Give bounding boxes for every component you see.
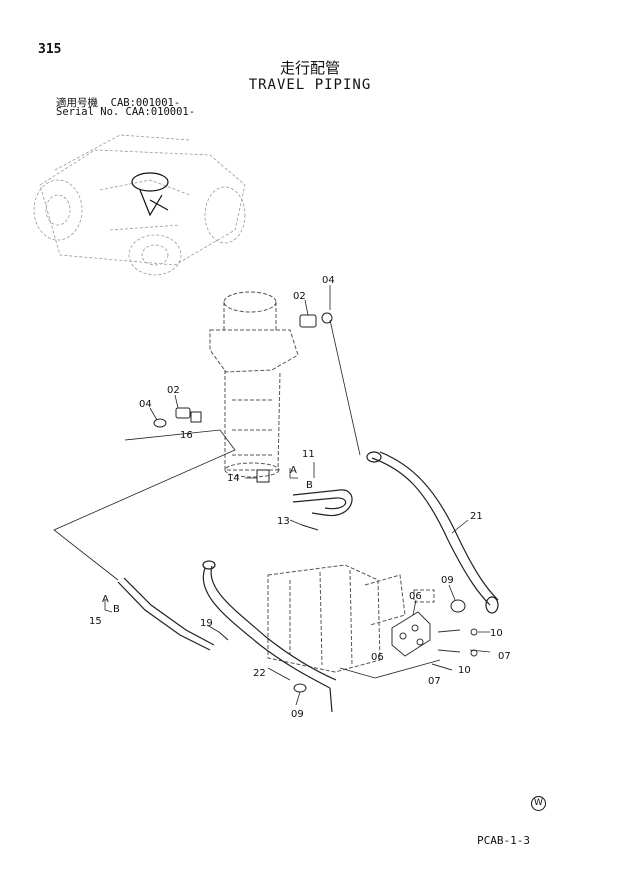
callout-10-upper: 10 <box>490 628 503 639</box>
callout-07-lower: 07 <box>428 676 441 687</box>
center-swivel-joint <box>209 291 299 478</box>
travel-motor-block <box>267 564 435 673</box>
callout-a-upper: A <box>290 465 297 476</box>
hose-15 <box>117 577 215 651</box>
callout-06-lower: 06 <box>371 652 384 663</box>
callout-06-upper: 06 <box>409 591 422 602</box>
leader-lines <box>53 285 491 706</box>
fittings <box>153 312 466 693</box>
callout-19: 19 <box>200 618 213 629</box>
callout-09-right: 09 <box>441 575 454 586</box>
callout-10-lower: 10 <box>458 665 471 676</box>
callout-02-left: 02 <box>167 385 180 396</box>
callout-21: 21 <box>470 511 483 522</box>
callout-15: 15 <box>89 616 102 627</box>
callout-b-upper: B <box>306 480 313 491</box>
callout-02-upper: 02 <box>293 291 306 302</box>
hose-21 <box>366 451 499 614</box>
callout-b-lower: B <box>113 604 120 615</box>
callout-labels: 04 02 02 04 16 11 A B 14 13 21 09 06 A B… <box>89 275 511 720</box>
callout-16: 16 <box>180 430 193 441</box>
hose-11 <box>292 489 353 517</box>
callout-04-left: 04 <box>139 399 152 410</box>
page-number: 315 <box>38 42 62 57</box>
serial-line-1: 適用号機 CAB:001001- <box>56 97 181 109</box>
page-code: PCAB-1-3 <box>477 834 530 847</box>
callout-13: 13 <box>277 516 290 527</box>
callout-07-right: 07 <box>498 651 511 662</box>
callout-14: 14 <box>227 473 240 484</box>
callout-04-upper: 04 <box>322 275 335 286</box>
callout-a-lower: A <box>102 594 109 605</box>
watermark-stamp: W <box>531 796 546 811</box>
machine-overview-sketch <box>33 134 246 276</box>
page-title-en: TRAVEL PIPING <box>248 77 372 93</box>
callout-11: 11 <box>302 449 315 460</box>
page-title-jp: 走行配管 <box>279 59 340 77</box>
callout-09-lower: 09 <box>291 709 304 720</box>
port-manifold <box>391 611 478 671</box>
machine-highlight-swivel <box>131 172 169 217</box>
hose-22 <box>202 560 337 713</box>
serial-line-2: Serial No. CAA:010001- <box>56 106 196 118</box>
callout-22: 22 <box>253 668 266 679</box>
